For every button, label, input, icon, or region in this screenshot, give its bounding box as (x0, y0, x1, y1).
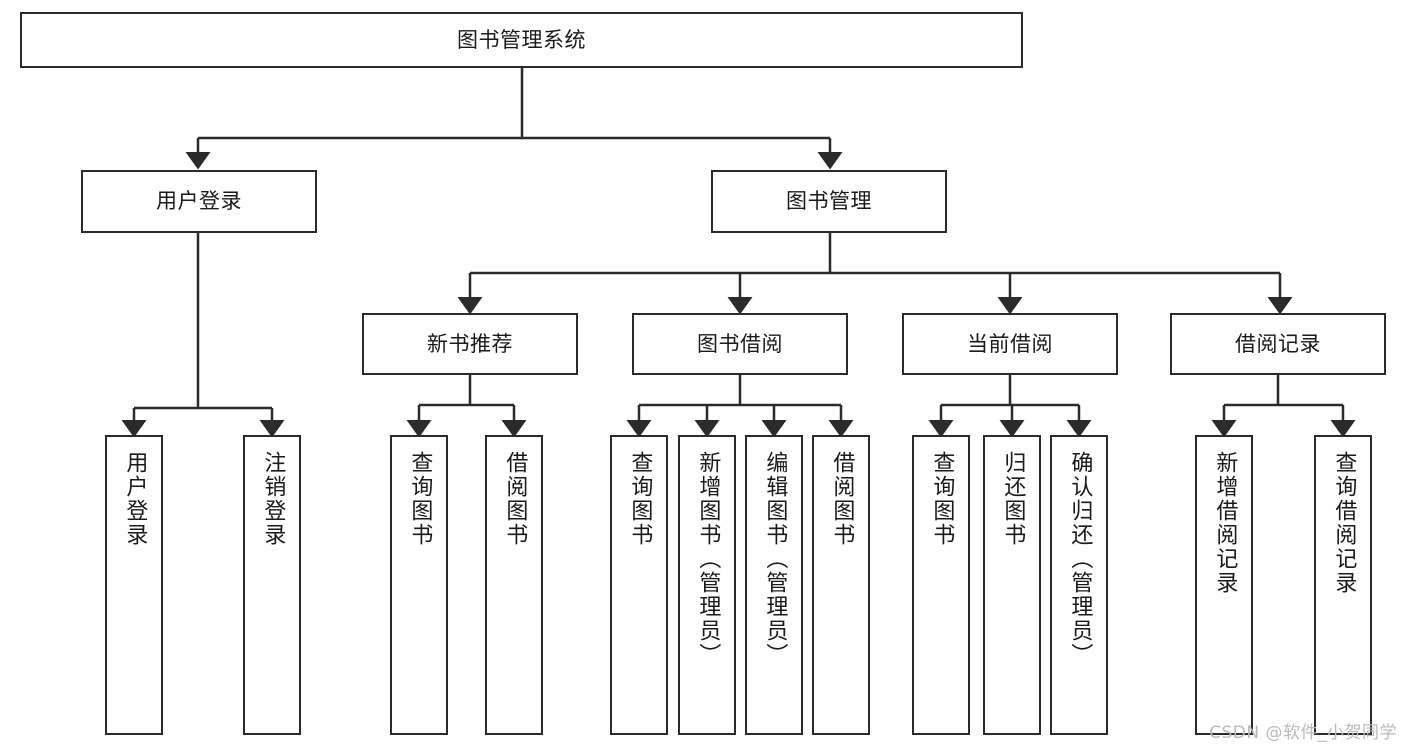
leaf-book-borrow-edit-label: 编辑图书（管理员） (762, 451, 788, 667)
node-root[interactable]: 图书管理系统 (20, 12, 1023, 68)
leaf-current-borrow-confirm-label: 确认归还（管理员） (1067, 451, 1093, 667)
leaf-user-login-signin[interactable]: 用户登录 (105, 435, 163, 735)
leaf-book-borrow-query-label: 查询图书 (627, 451, 653, 547)
leaf-user-login-signout[interactable]: 注销登录 (243, 435, 301, 735)
leaf-book-borrow-add[interactable]: 新增图书（管理员） (678, 435, 736, 735)
leaf-new-book-borrow[interactable]: 借阅图书 (485, 435, 543, 735)
leaf-book-borrow-query[interactable]: 查询图书 (610, 435, 668, 735)
node-book-borrow[interactable]: 图书借阅 (632, 313, 848, 375)
node-borrow-record[interactable]: 借阅记录 (1170, 313, 1386, 375)
leaf-book-borrow-borrow-label: 借阅图书 (829, 451, 855, 547)
node-book-borrow-label: 图书借阅 (697, 331, 783, 356)
node-book-management-label: 图书管理 (786, 189, 872, 214)
leaf-current-borrow-query-label: 查询图书 (929, 451, 955, 547)
leaf-current-borrow-return-label: 归还图书 (1000, 451, 1026, 547)
leaf-user-login-signout-label: 注销登录 (260, 451, 286, 547)
leaf-book-borrow-borrow[interactable]: 借阅图书 (812, 435, 870, 735)
node-user-login-label: 用户登录 (156, 189, 242, 214)
node-new-book-recommend[interactable]: 新书推荐 (362, 313, 578, 375)
node-current-borrow-label: 当前借阅 (967, 331, 1053, 356)
node-borrow-record-label: 借阅记录 (1235, 331, 1321, 356)
leaf-borrow-record-add[interactable]: 新增借阅记录 (1195, 435, 1253, 735)
leaf-borrow-record-query-label: 查询借阅记录 (1331, 451, 1357, 595)
leaf-current-borrow-return[interactable]: 归还图书 (983, 435, 1041, 735)
node-root-label: 图书管理系统 (457, 27, 586, 52)
leaf-book-borrow-add-label: 新增图书（管理员） (695, 451, 721, 667)
leaf-current-borrow-confirm[interactable]: 确认归还（管理员） (1050, 435, 1108, 735)
leaf-borrow-record-query[interactable]: 查询借阅记录 (1314, 435, 1372, 735)
leaf-new-book-query[interactable]: 查询图书 (390, 435, 448, 735)
leaf-borrow-record-add-label: 新增借阅记录 (1212, 451, 1238, 595)
node-book-management[interactable]: 图书管理 (711, 170, 947, 233)
leaf-book-borrow-edit[interactable]: 编辑图书（管理员） (745, 435, 803, 735)
node-user-login[interactable]: 用户登录 (81, 170, 317, 233)
leaf-user-login-signin-label: 用户登录 (122, 451, 148, 547)
leaf-current-borrow-query[interactable]: 查询图书 (912, 435, 970, 735)
node-current-borrow[interactable]: 当前借阅 (902, 313, 1118, 375)
leaf-new-book-query-label: 查询图书 (407, 451, 433, 547)
node-new-book-recommend-label: 新书推荐 (427, 331, 513, 356)
watermark: CSDN @软件_小贺同学 (1209, 723, 1397, 743)
leaf-new-book-borrow-label: 借阅图书 (502, 451, 528, 547)
